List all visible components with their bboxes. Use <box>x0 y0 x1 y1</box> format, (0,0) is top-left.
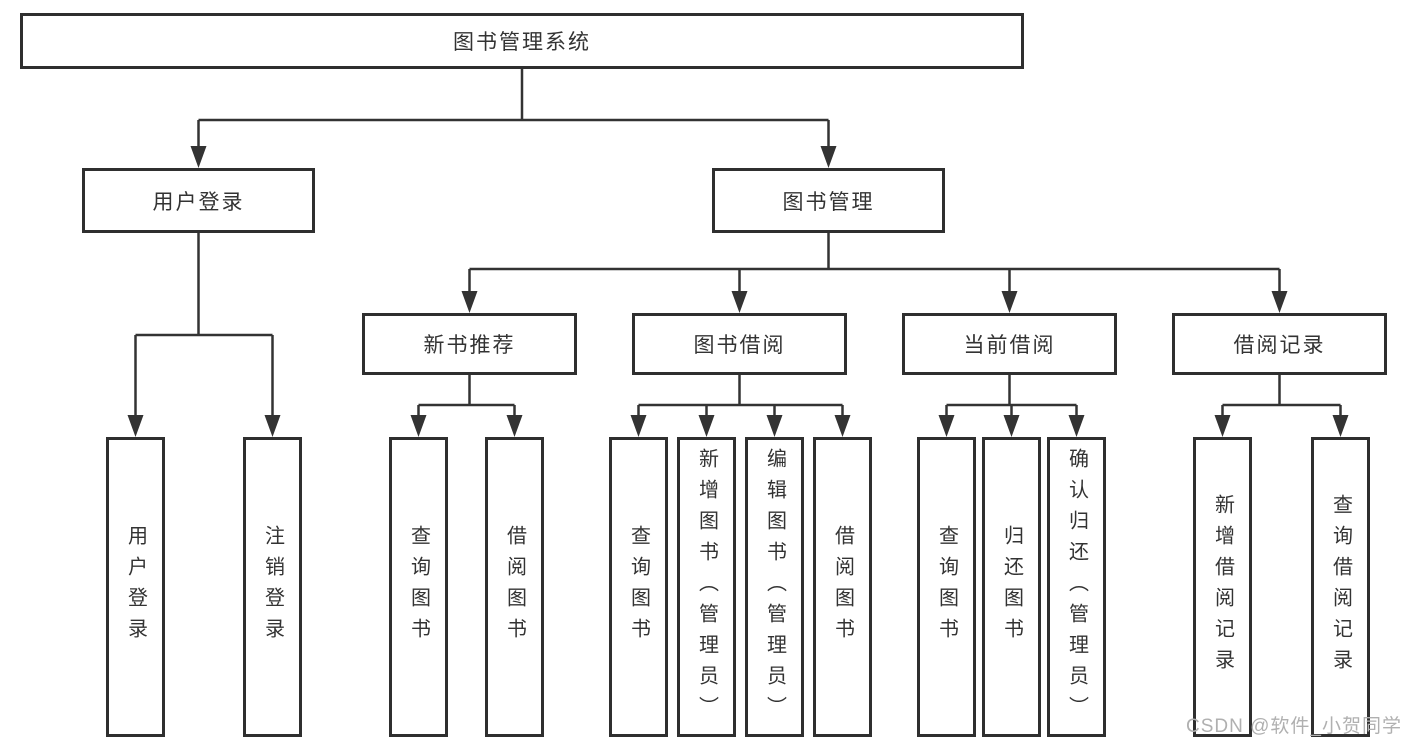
arrowhead-group <box>127 146 1349 437</box>
leaf-add-borrow-record: 新增借阅记录 <box>1193 437 1252 737</box>
leaf-query-book-current: 查询图书 <box>917 437 976 737</box>
leaf-query-book-recommend: 查询图书 <box>389 437 448 737</box>
node-book-borrow: 图书借阅 <box>632 313 847 375</box>
leaf-query-borrow-record: 查询借阅记录 <box>1311 437 1370 737</box>
leaf-borrow-book-recommend: 借阅图书 <box>485 437 544 737</box>
leaf-add-book-admin: 新增图书（管理员） <box>677 437 736 737</box>
node-root: 图书管理系统 <box>20 13 1024 69</box>
leaf-return-book: 归还图书 <box>982 437 1041 737</box>
node-user-login: 用户登录 <box>82 168 315 233</box>
leaf-confirm-return-admin: 确认归还（管理员） <box>1047 437 1106 737</box>
node-new-book-recommend: 新书推荐 <box>362 313 577 375</box>
csdn-watermark: CSDN @软件_小贺同学 <box>1186 716 1402 737</box>
leaf-logout: 注销登录 <box>243 437 302 737</box>
leaf-borrow-book: 借阅图书 <box>813 437 872 737</box>
node-borrow-records: 借阅记录 <box>1172 313 1387 375</box>
leaf-edit-book-admin: 编辑图书（管理员） <box>745 437 804 737</box>
node-book-management: 图书管理 <box>712 168 945 233</box>
node-current-borrow: 当前借阅 <box>902 313 1117 375</box>
leaf-query-book-borrow: 查询图书 <box>609 437 668 737</box>
leaf-user-login: 用户登录 <box>106 437 165 737</box>
